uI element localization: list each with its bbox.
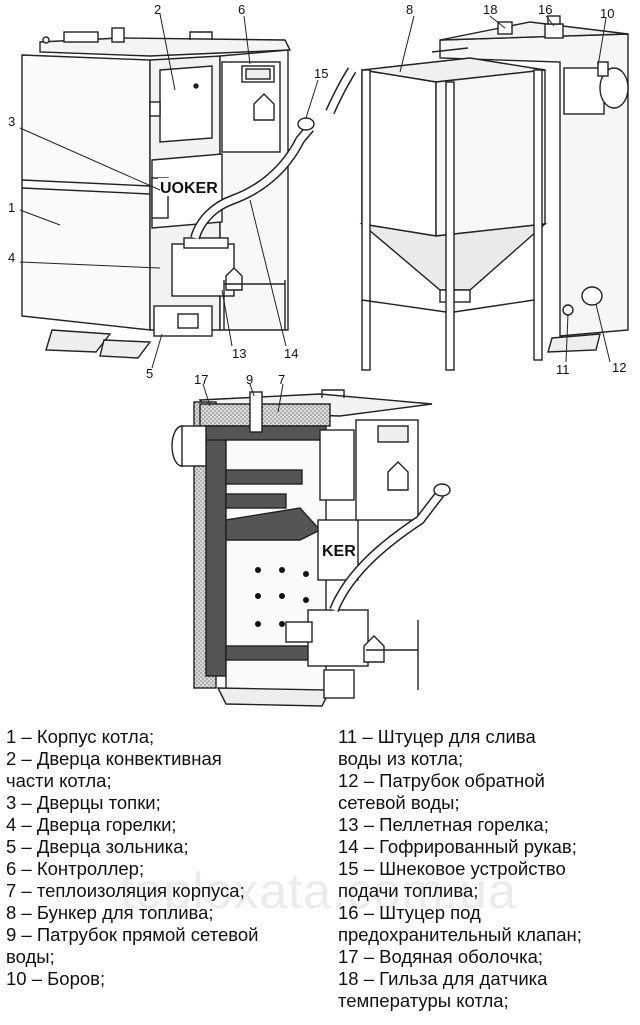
legend-line: 6 – Контроллер; xyxy=(6,858,145,879)
leader-lines xyxy=(19,13,611,413)
callout-6: 6 xyxy=(238,2,245,17)
legend-line: подачи топлива; xyxy=(338,880,479,901)
callout-2: 2 xyxy=(154,2,161,17)
callout-5: 5 xyxy=(146,366,153,381)
callout-11: 11 xyxy=(556,362,570,377)
callout-15: 15 xyxy=(314,66,328,81)
legend-line: 9 – Патрубок прямой сетевой xyxy=(6,924,259,945)
legend-line: 15 – Шнековое устройство xyxy=(338,858,566,879)
legend-line: 18 – Гильза для датчика xyxy=(338,968,548,989)
callout-14: 14 xyxy=(284,346,298,361)
legend-line: 5 – Дверца зольника; xyxy=(6,836,189,857)
legend-line: 1 – Корпус котла; xyxy=(6,726,155,747)
legend-line: 4 – Дверца горелки; xyxy=(6,814,177,835)
callout-18: 18 xyxy=(483,2,497,17)
legend-line: 3 – Дверцы топки; xyxy=(6,792,161,813)
legend-line: сетевой воды; xyxy=(338,792,460,813)
legend-line: 2 – Дверца конвективная xyxy=(6,748,222,769)
callout-13: 13 xyxy=(232,346,246,361)
legend-line: 14 – Гофрированный рукав; xyxy=(338,836,577,857)
callout-3: 3 xyxy=(8,114,15,129)
brand-plate-text-cutaway: KER xyxy=(322,543,356,560)
callout-12: 12 xyxy=(612,360,626,375)
hopper-rear-view xyxy=(325,15,629,371)
brand-plate-text: UOKER xyxy=(160,180,218,197)
callout-4: 4 xyxy=(8,250,15,265)
legend-left-column: 1 – Корпус котла; 2 – Дверца конвективна… xyxy=(6,726,326,990)
callout-17: 17 xyxy=(194,372,208,387)
callout-10: 10 xyxy=(600,6,614,21)
legend-line: части котла; xyxy=(6,770,112,791)
legend-right-column: 11 – Штуцер для слива воды из котла; 12 … xyxy=(338,726,638,1012)
legend-line: воды; xyxy=(6,946,55,967)
legend-line: 10 – Боров; xyxy=(6,968,106,989)
callout-16: 16 xyxy=(538,2,552,17)
legend-line: температуры котла; xyxy=(338,990,509,1011)
legend-line: 12 – Патрубок обратной xyxy=(338,770,545,791)
callout-8: 8 xyxy=(406,2,413,17)
legend-line: 13 – Пеллетная горелка; xyxy=(338,814,549,835)
legend-line: 17 – Водяная оболочка; xyxy=(338,946,544,967)
legend-line: 7 – теплоизоляция корпуса; xyxy=(6,880,245,901)
boiler-front-view: UOKER xyxy=(21,27,315,359)
callout-1: 1 xyxy=(8,200,15,215)
boiler-cutaway-view: KER xyxy=(171,389,451,707)
grate-holes xyxy=(255,567,309,627)
boiler-diagram: UOKER xyxy=(8,2,629,707)
callout-7: 7 xyxy=(278,372,285,387)
legend-line: предохранительный клапан; xyxy=(338,924,582,945)
callout-9: 9 xyxy=(246,372,253,387)
legend-line: воды из котла; xyxy=(338,748,464,769)
legend-line: 8 – Бункер для топлива; xyxy=(6,902,214,923)
legend-line: 16 – Штуцер под xyxy=(338,902,481,923)
legend-line: 11 – Штуцер для слива xyxy=(338,726,536,747)
